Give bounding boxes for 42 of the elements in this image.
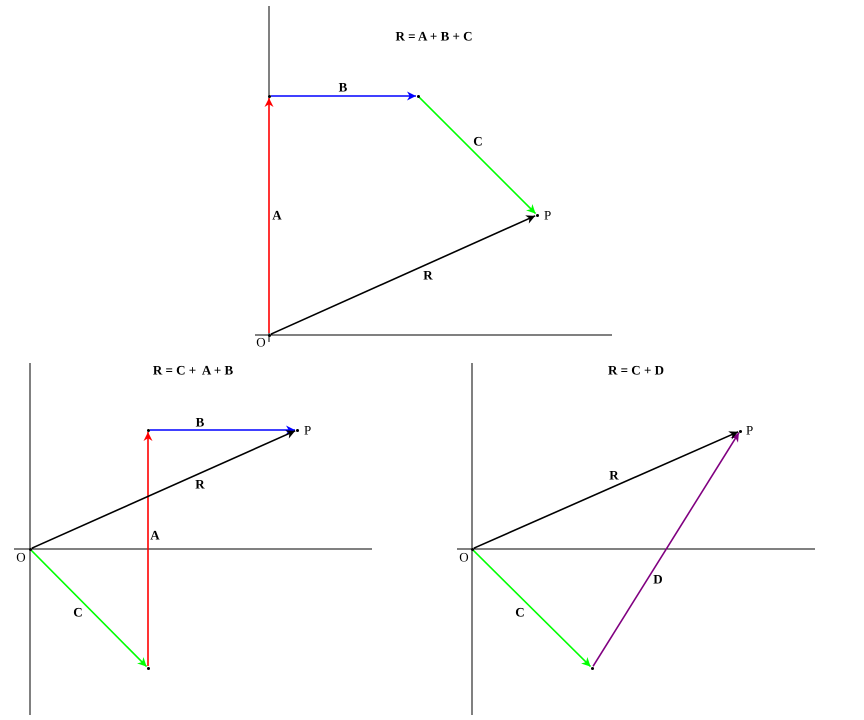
vertex-point (590, 666, 594, 670)
vertex-point (268, 334, 270, 336)
equation-title: R = C + A + B (152, 362, 234, 378)
vertex-point (296, 428, 298, 432)
vector-label: B (338, 80, 348, 94)
vector-arrow (32, 430, 296, 549)
point-label: P (746, 422, 754, 438)
point-label: O (459, 550, 469, 564)
vector-label: C (515, 604, 525, 620)
vector-label: A (150, 528, 160, 542)
vector-arrow (472, 550, 592, 668)
vertex-point (470, 548, 474, 550)
vector-label: C (73, 604, 83, 620)
vertex-point (416, 94, 420, 98)
vector-arrow (474, 431, 738, 549)
vertex-point (268, 94, 270, 98)
vector-label: R (423, 268, 433, 282)
vector-label: R (195, 476, 205, 492)
vertex-point (146, 428, 150, 432)
vector-arrow (270, 215, 536, 335)
point-label: O (16, 550, 26, 564)
vector-arrow (418, 96, 536, 214)
vector-arrow (264, 98, 274, 333)
point-label: P (544, 208, 552, 222)
vector-label: B (196, 414, 204, 430)
equation-title: R = C + D (608, 362, 664, 378)
vector-arrow (150, 426, 295, 434)
vertex-point (28, 548, 32, 550)
vector-arrow (592, 432, 740, 667)
vector-label: R (609, 468, 619, 482)
vector-label: A (272, 208, 282, 222)
vector-arrow (271, 92, 416, 100)
vertex-point (146, 666, 150, 670)
vertex-point (536, 214, 538, 216)
equation-title: R = A + B + C (395, 28, 473, 44)
point-label: P (304, 422, 312, 438)
vector-arrow (30, 550, 148, 668)
vector-label: C (473, 134, 483, 148)
vertex-point (738, 430, 742, 432)
point-label: O (256, 334, 266, 350)
vector-label: D (653, 572, 663, 586)
vector-arrow (144, 432, 152, 666)
